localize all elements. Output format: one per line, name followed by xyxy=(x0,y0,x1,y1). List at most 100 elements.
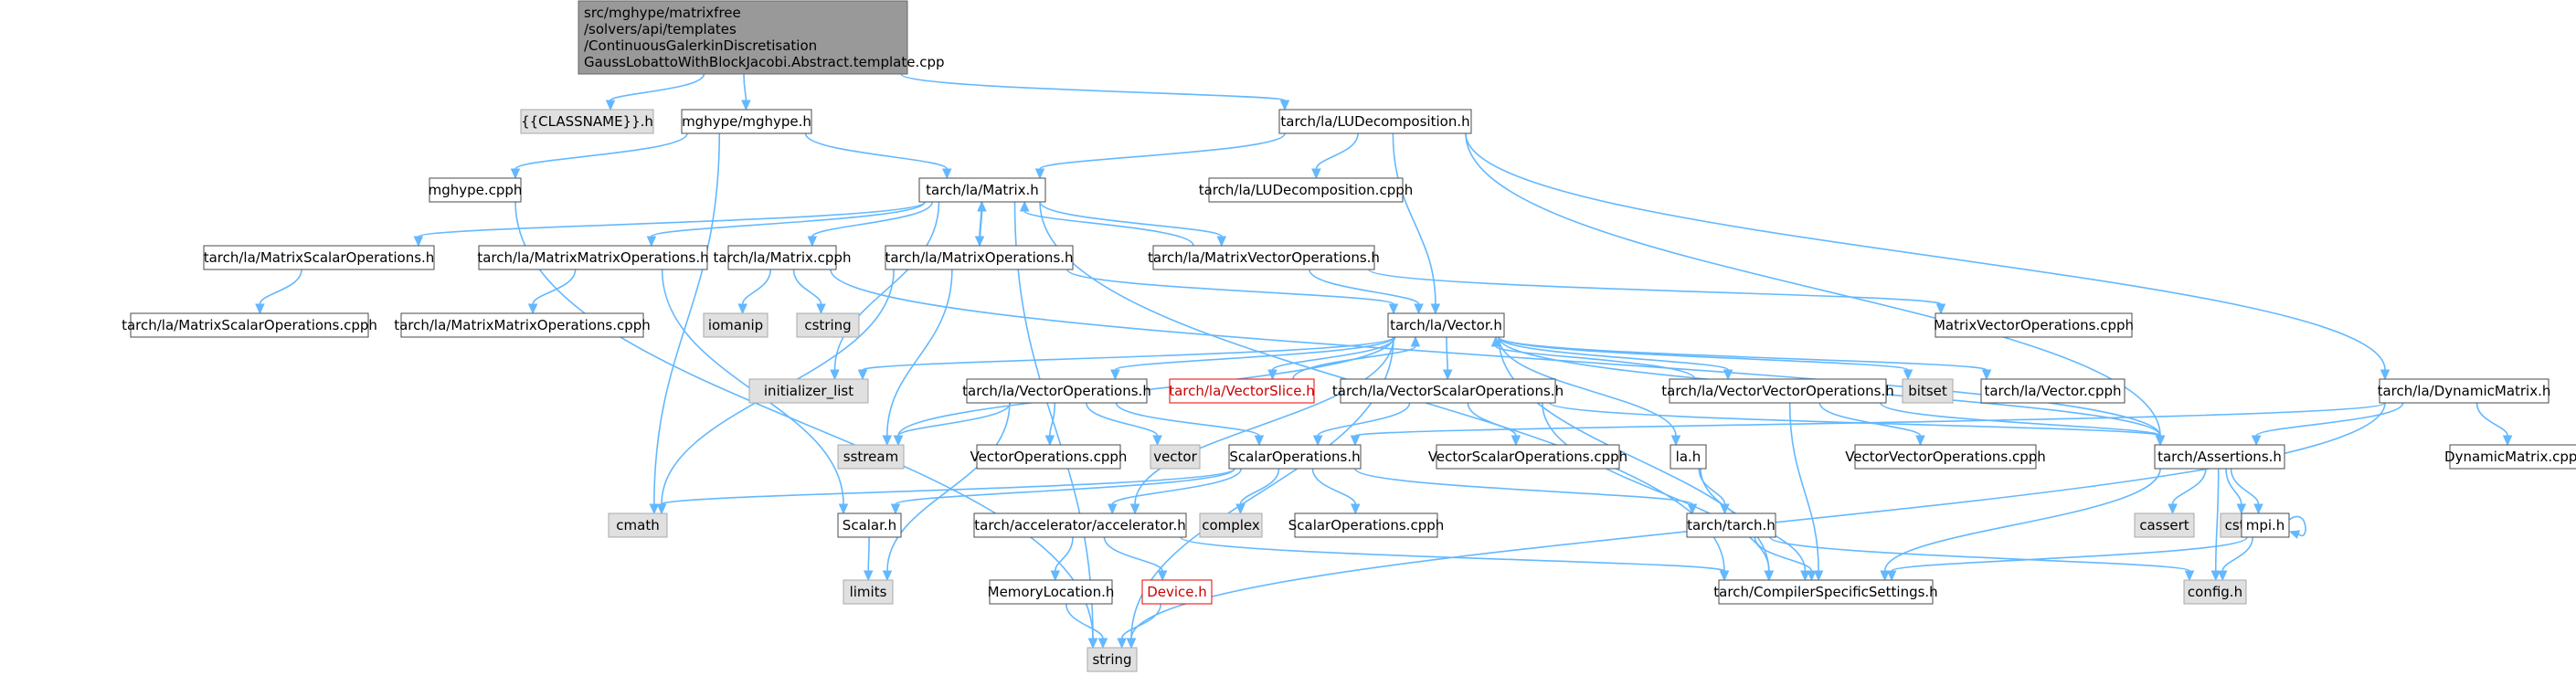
edge-arrowhead xyxy=(1254,435,1265,447)
node-vector-std: vector xyxy=(1150,444,1201,470)
node-box xyxy=(837,444,905,470)
node-box xyxy=(1340,378,1556,404)
node-mpi-h[interactable]: mpi.h xyxy=(2241,512,2290,538)
edge-line xyxy=(1354,402,2386,437)
node-compiler-h[interactable]: tarch/CompilerSpecificSettings.h xyxy=(1713,579,1938,605)
edge-line xyxy=(514,132,688,170)
node-box xyxy=(1152,245,1375,270)
edge-arrowhead xyxy=(1981,369,1992,381)
node-matvec-cpph[interactable]: MatrixVectorOperations.cpph xyxy=(1934,312,2134,338)
edge-arrowhead xyxy=(1719,570,1730,582)
node-label: /solvers/api/templates xyxy=(584,21,737,37)
edge-matops_h-to-vector_h xyxy=(1066,269,1399,315)
edge-arrowhead xyxy=(1235,503,1246,515)
edge-arrowhead xyxy=(1050,570,1061,582)
edge-matrix_cpph-to-cstring xyxy=(792,269,826,315)
node-matscalar-cpph[interactable]: tarch/la/MatrixScalarOperations.cpph xyxy=(122,312,377,338)
edge-vecslice_h-to-vector_h xyxy=(1292,335,1421,380)
edge-line xyxy=(1023,210,1194,247)
node-box xyxy=(130,312,369,338)
node-assertions-h[interactable]: tarch/Assertions.h xyxy=(2154,444,2285,470)
node-scalarops-h[interactable]: ScalarOperations.h xyxy=(1228,444,1362,470)
node-matscalar-h[interactable]: tarch/la/MatrixScalarOperations.h xyxy=(203,245,435,270)
node-matvec-h[interactable]: tarch/la/MatrixVectorOperations.h xyxy=(1148,245,1380,270)
node-mghype-cpph[interactable]: mghype.cpph xyxy=(429,177,523,203)
node-matrix-cpph[interactable]: tarch/la/Matrix.cpph xyxy=(714,245,852,270)
node-vector-h[interactable]: tarch/la/Vector.h xyxy=(1387,312,1505,338)
edge-line xyxy=(2221,536,2254,572)
node-matmat-cpph[interactable]: tarch/la/MatrixMatrixOperations.cpph xyxy=(394,312,651,338)
node-box xyxy=(1087,647,1138,672)
edge-scalarops_h-to-cmath xyxy=(656,468,1235,515)
edge-line xyxy=(1498,336,1677,437)
node-label: Scalar.h xyxy=(843,517,896,533)
node-vecops-h[interactable]: tarch/la/VectorOperations.h xyxy=(962,378,1151,404)
node-scalar-h[interactable]: Scalar.h xyxy=(837,512,902,538)
node-label: tarch/la/VectorSlice.h xyxy=(1169,383,1315,399)
edge-line xyxy=(1114,336,1394,371)
edge-arrowhead xyxy=(1723,369,1733,381)
node-vecvec-h[interactable]: tarch/la/VectorVectorOperations.h xyxy=(1661,378,1894,404)
node-root[interactable]: src/mghype/matrixfree/solvers/api/templa… xyxy=(578,0,945,75)
node-box xyxy=(727,245,837,270)
edge-arrowhead xyxy=(1351,503,1361,515)
node-label: cassert xyxy=(2139,517,2189,533)
edge-matvec_h-to-matrix_h xyxy=(1019,200,1194,247)
edge-line xyxy=(1880,402,2161,437)
edge-line xyxy=(2171,468,2207,505)
node-label: config.h xyxy=(2188,584,2242,600)
edge-scalarops_h-to-scalarops_cpph xyxy=(1311,468,1361,515)
edge-arrowhead xyxy=(1311,168,1321,180)
edge-tarch_h-to-compiler_h xyxy=(1754,536,1817,582)
edge-line xyxy=(1311,468,1357,505)
edge-line xyxy=(1891,536,2248,572)
node-config-h: config.h xyxy=(2183,579,2247,605)
edge-arrowhead xyxy=(1915,435,1925,447)
node-tarch-h[interactable]: tarch/tarch.h xyxy=(1686,512,1776,538)
node-vecvec-cpph[interactable]: VectorVectorOperations.cpph xyxy=(1845,444,2046,470)
edge-arrowhead xyxy=(863,570,874,582)
edge-line xyxy=(804,132,949,170)
edge-scalar_h-to-limits xyxy=(863,536,874,582)
node-matrix-h[interactable]: tarch/la/Matrix.h xyxy=(918,177,1046,203)
node-ludecomp-cpph[interactable]: tarch/la/LUDecomposition.cpph xyxy=(1199,177,1414,203)
edge-matvec_h-to-vector_h xyxy=(1309,269,1424,315)
node-label: VectorVectorOperations.cpph xyxy=(1845,449,2046,465)
node-label: tarch/la/LUDecomposition.cpph xyxy=(1199,182,1414,198)
node-matops-h[interactable]: tarch/la/MatrixOperations.h xyxy=(885,245,1074,270)
node-vecscalar-cpph[interactable]: VectorScalarOperations.cpph xyxy=(1428,444,1627,470)
edge-arrowhead xyxy=(1097,638,1108,650)
edge-arrowhead xyxy=(741,100,751,111)
node-accelerator-h[interactable]: tarch/accelerator/accelerator.h xyxy=(973,512,1187,538)
node-label: tarch/la/DynamicMatrix.h xyxy=(2378,383,2551,399)
node-device-h[interactable]: Device.h xyxy=(1141,579,1213,605)
node-box xyxy=(2449,444,2576,470)
node-box xyxy=(1278,109,1472,134)
edge-line xyxy=(532,269,577,305)
node-vecscalar-h[interactable]: tarch/la/VectorScalarOperations.h xyxy=(1332,378,1564,404)
edge-line xyxy=(900,73,1286,101)
node-scalarops-cpph[interactable]: ScalarOperations.cpph xyxy=(1288,512,1445,538)
node-vecslice-h[interactable]: tarch/la/VectorSlice.h xyxy=(1169,378,1315,404)
node-box xyxy=(1150,444,1201,470)
node-vector-cpph[interactable]: tarch/la/Vector.cpph xyxy=(1980,378,2125,404)
node-memloc-h[interactable]: MemoryLocation.h xyxy=(988,579,1115,605)
node-label: vector xyxy=(1153,449,1197,465)
edge-arrowhead xyxy=(882,435,893,447)
node-vecops-cpph[interactable]: VectorOperations.cpph xyxy=(970,444,1128,470)
node-label: tarch/tarch.h xyxy=(1687,517,1776,533)
edge-line xyxy=(1066,269,1394,305)
node-label: Device.h xyxy=(1147,584,1207,600)
node-mghype-h[interactable]: mghype/mghype.h xyxy=(681,109,812,134)
node-dynmatrix-h[interactable]: tarch/la/DynamicMatrix.h xyxy=(2378,378,2551,404)
edge-arrowhead xyxy=(1880,570,1890,582)
node-ludecomp-h[interactable]: tarch/la/LUDecomposition.h xyxy=(1278,109,1472,134)
node-la-h[interactable]: la.h xyxy=(1670,444,1707,470)
edge-line xyxy=(811,201,934,238)
node-dynmatrix-cpph[interactable]: DynamicMatrix.cpph xyxy=(2444,444,2576,470)
node-matmat-h[interactable]: tarch/la/MatrixMatrixOperations.h xyxy=(477,245,709,270)
edge-arrowhead xyxy=(1886,570,1897,582)
edge-arrowhead xyxy=(1903,369,1913,381)
edge-arrowhead xyxy=(1807,570,1817,582)
